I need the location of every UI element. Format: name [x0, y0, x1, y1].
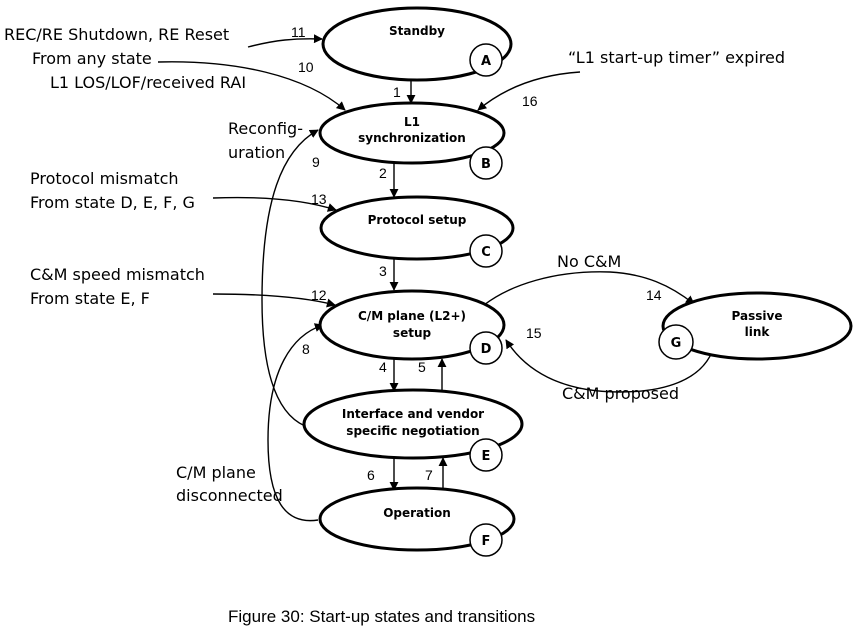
transition-2: 2: [379, 165, 387, 181]
edge-8: [267, 323, 324, 522]
edge-12: [212, 293, 336, 308]
transition-1: 1: [393, 84, 401, 100]
note-reconfig-line1: Reconfig-: [228, 119, 303, 138]
state-protocol-label: Protocol setup: [368, 213, 467, 227]
state-cm-label-line2: setup: [393, 326, 432, 340]
state-protocol-setup: Protocol setup C: [319, 195, 515, 268]
transition-5: 5: [418, 359, 426, 375]
state-passive-label-line2: link: [745, 325, 771, 339]
state-operation-letter: F: [482, 534, 491, 549]
transition-4: 4: [379, 359, 387, 375]
note-reconfig-line2: uration: [228, 143, 285, 162]
note-protocol-line1: Protocol mismatch: [30, 169, 179, 188]
state-l1-synchronization: L1 synchronization B: [318, 101, 506, 180]
edge-15: [505, 339, 713, 393]
note-timer: “L1 start-up timer” expired: [568, 48, 785, 67]
note-protocol-line2: From state D, E, F, G: [30, 193, 195, 212]
state-standby-label: Standby: [389, 24, 445, 38]
state-l1-label-line2: synchronization: [358, 131, 466, 145]
transition-3: 3: [379, 263, 387, 279]
state-passive-label-line1: Passive: [732, 309, 783, 323]
transition-6: 6: [367, 467, 375, 483]
state-l1-label-line1: L1: [404, 115, 420, 129]
state-passive-link: Passive link G: [658, 291, 853, 361]
state-interface-negotiation: Interface and vendor specific negotiatio…: [302, 388, 524, 472]
edge-11: [247, 34, 323, 48]
state-cm-letter: D: [481, 342, 492, 357]
state-operation: Operation F: [318, 486, 516, 557]
transition-7: 7: [425, 467, 433, 483]
transition-11: 11: [291, 24, 306, 40]
state-cm-label-line1: C/M plane (L2+): [358, 309, 466, 323]
edge-9: [261, 129, 319, 427]
state-operation-label: Operation: [383, 506, 451, 520]
state-l1-letter: B: [481, 157, 491, 172]
note-cm-speed-line1: C&M speed mismatch: [30, 265, 205, 284]
state-interface-label-line1: Interface and vendor: [342, 407, 484, 421]
transition-15: 15: [526, 325, 542, 341]
note-disconnected-line2: disconnected: [176, 486, 283, 505]
edge-14: [483, 271, 695, 306]
state-cm-plane-setup: C/M plane (L2+) setup D: [318, 289, 506, 365]
edge-16: [477, 71, 581, 111]
note-cm-speed-line2: From state E, F: [30, 289, 150, 308]
note-reset-line3: L1 LOS/LOF/received RAI: [50, 73, 246, 92]
state-interface-label-line2: specific negotiation: [346, 424, 479, 438]
edge-13: [212, 196, 337, 212]
note-disconnected-line1: C/M plane: [176, 463, 256, 482]
transition-8: 8: [302, 341, 310, 357]
figure-caption: Figure 30: Start-up states and transitio…: [228, 607, 535, 626]
transition-16: 16: [522, 93, 538, 109]
note-reset-line2: From any state: [32, 49, 152, 68]
edge-10: [157, 61, 346, 111]
transition-14: 14: [646, 287, 662, 303]
transition-12: 12: [311, 287, 327, 303]
transition-9: 9: [312, 154, 320, 170]
state-protocol-letter: C: [481, 245, 491, 260]
note-cm-proposed: C&M proposed: [562, 384, 679, 403]
note-reset-line1: REC/RE Shutdown, RE Reset: [4, 25, 229, 44]
transition-10: 10: [298, 59, 314, 75]
note-no-cm: No C&M: [557, 252, 621, 271]
state-standby: Standby A: [321, 6, 513, 82]
state-standby-letter: A: [481, 54, 491, 69]
transition-13: 13: [311, 191, 327, 207]
state-interface-letter: E: [482, 449, 491, 464]
state-passive-letter: G: [671, 336, 682, 351]
